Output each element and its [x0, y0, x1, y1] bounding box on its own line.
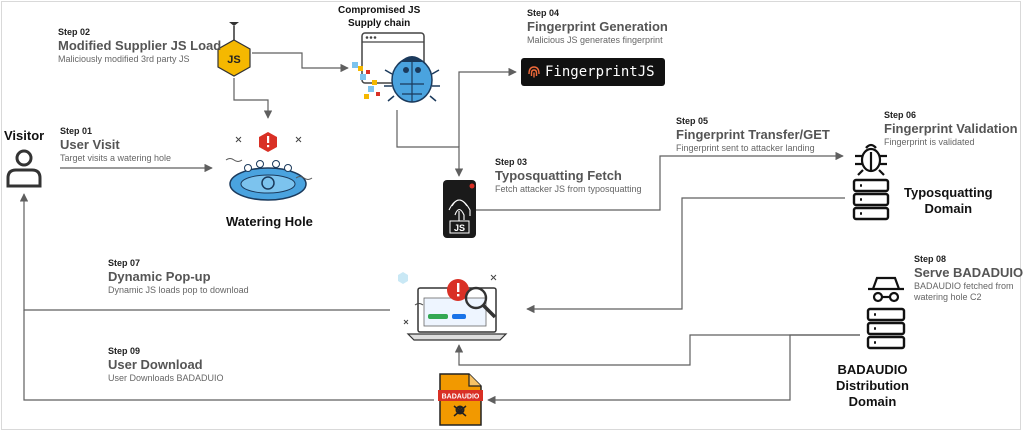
js-badge-text: JS	[227, 54, 240, 66]
step-03-title: Typosquatting Fetch	[495, 168, 622, 183]
arrow-step-07-source	[526, 197, 845, 314]
step-02-desc: Maliciously modified 3rd party JS	[58, 54, 190, 64]
js-badge-icon: JS	[217, 22, 251, 77]
step-05-number: Step 05	[676, 116, 709, 126]
step-06-desc: Fingerprint is validated	[884, 137, 975, 147]
step-04-desc: Malicious JS generates fingerprint	[527, 35, 663, 45]
arrow-js-to-watering-hole	[233, 78, 273, 119]
step-08-desc: BADAUDIO fetched from watering hole C2	[914, 281, 1014, 302]
step-09-title: User Download	[108, 357, 203, 372]
supply-chain-label: Compromised JS Supply chain	[338, 5, 421, 29]
step-05-desc: Fingerprint sent to attacker landing	[676, 143, 815, 153]
fingerprintjs-logo: FingerprintJS	[521, 58, 665, 86]
step-02-number: Step 02	[58, 27, 91, 37]
spy-icon	[868, 276, 904, 303]
step-04-title: Fingerprint Generation	[527, 19, 668, 34]
arrow-supply-to-phone	[396, 110, 464, 177]
phone-fingerprint-icon: JS	[443, 180, 476, 238]
bug-validation-icon	[855, 143, 887, 176]
watering-hole-icon	[225, 132, 313, 201]
fingerprintjs-text: FingerprintJS	[545, 64, 655, 80]
file-icon: BADAUDIO	[438, 373, 483, 426]
step-09-number: Step 09	[108, 346, 141, 356]
typosquatting-domain-label: Typosquatting Domain	[904, 185, 993, 216]
step-08-title: Serve BADADUIO	[914, 265, 1024, 280]
connectors	[19, 52, 860, 405]
step-08-number: Step 08	[914, 254, 947, 264]
arrow-step-04	[458, 67, 517, 147]
step-03-desc: Fetch attacker JS from typosquatting	[495, 184, 642, 194]
arrow-step-02	[252, 52, 349, 73]
step-01-desc: Target visits a watering hole	[60, 153, 172, 163]
user-icon	[6, 149, 42, 188]
step-07-number: Step 07	[108, 258, 141, 268]
arrow-step-05	[476, 151, 844, 211]
step-09-desc: User Downloads BADADUIO	[108, 373, 224, 383]
visitor-label: Visitor	[4, 128, 45, 143]
step-07-title: Dynamic Pop-up	[108, 269, 211, 284]
step-01-number: Step 01	[60, 126, 93, 136]
watering-hole-label: Watering Hole	[226, 214, 313, 229]
arrow-step-08	[454, 334, 860, 366]
step-02-title: Modified Supplier JS Load	[58, 38, 222, 53]
bug-icon	[352, 32, 440, 103]
step-05-title: Fingerprint Transfer/GET	[676, 127, 830, 142]
badaudio-domain-label: BADAUDIO Distribution Domain	[836, 362, 909, 409]
server-icon	[852, 178, 890, 221]
step-01-title: User Visit	[60, 137, 120, 152]
arrow-step-09	[23, 310, 434, 401]
step-06-title: Fingerprint Validation	[884, 121, 1018, 136]
server-icon-2	[866, 307, 906, 350]
phone-js-text: JS	[454, 223, 465, 233]
fingerprint-mark-icon	[528, 66, 540, 78]
laptop-popup-icon	[398, 272, 508, 341]
step-03-number: Step 03	[495, 157, 528, 167]
skull-icon	[453, 405, 467, 417]
step-07-desc: Dynamic JS loads pop to download	[108, 285, 249, 295]
step-04-number: Step 04	[527, 8, 560, 18]
file-label: BADAUDIO	[442, 394, 480, 401]
arrow-step-09-source	[487, 334, 860, 405]
step-06-number: Step 06	[884, 110, 917, 120]
